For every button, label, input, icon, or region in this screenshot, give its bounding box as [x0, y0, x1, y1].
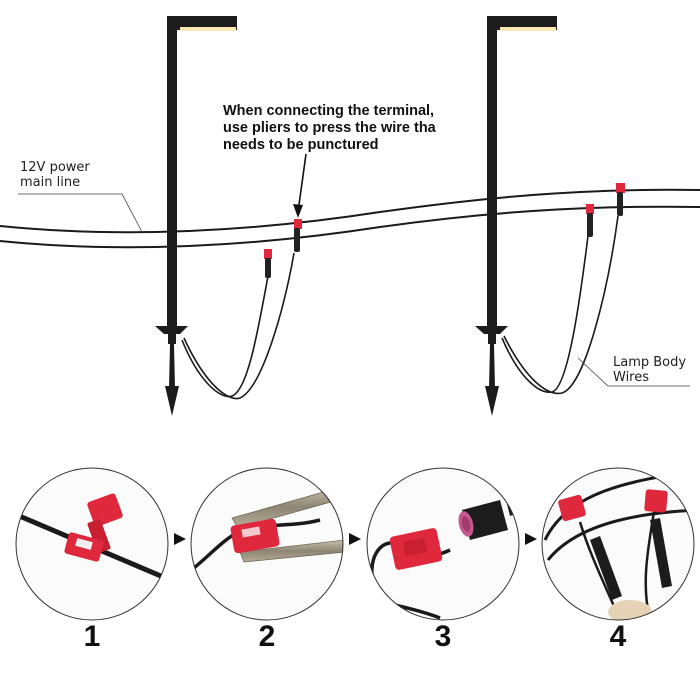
connector-right-1	[586, 204, 594, 237]
red-connector-final-1	[558, 494, 586, 522]
lamp-post-right	[475, 16, 557, 416]
step-arrow-2	[349, 533, 361, 545]
power-main-line-label-line2: main line	[20, 175, 81, 190]
step-3-image	[366, 467, 520, 621]
step-arrow-3	[525, 533, 537, 545]
step-4-image	[541, 467, 695, 621]
connector-left-1	[264, 249, 272, 278]
step-number-2: 2	[258, 620, 276, 653]
lamp-body-wires-label-line2: Wires	[613, 370, 650, 385]
instruction-line1: When connecting the terminal,	[223, 103, 435, 119]
callout-power-line	[18, 193, 143, 233]
red-connector-final-2	[644, 489, 668, 513]
power-main-line	[0, 188, 700, 249]
lamp-body-wires-label: Lamp Body Wires	[613, 355, 686, 385]
step-arrow-1	[174, 533, 186, 545]
power-main-line-label: 12V power main line	[20, 160, 90, 190]
red-connector-pressed	[230, 518, 280, 554]
red-connector-closed	[389, 528, 443, 570]
step-number-1: 1	[83, 620, 101, 653]
step-1-image	[15, 467, 169, 621]
step-number-4: 4	[609, 620, 627, 653]
connector-left-2	[294, 219, 302, 252]
step-2-image	[190, 467, 344, 621]
red-connector-open	[64, 493, 123, 562]
connector-right-2	[616, 183, 625, 216]
callout-lamp-wires	[577, 357, 690, 387]
instruction-line2: use pliers to press the wire tha	[223, 120, 436, 136]
callout-instruction-arrow	[293, 153, 307, 218]
lamp-post-left	[155, 16, 237, 416]
lamp-body-wires-label-line1: Lamp Body	[613, 355, 687, 370]
lamp-wires-left	[181, 252, 295, 400]
instruction-label: When connecting the terminal, use pliers…	[223, 103, 436, 154]
power-main-line-label-line1: 12V power	[20, 160, 90, 175]
instruction-line3: needs to be punctured	[223, 137, 379, 153]
pliers	[231, 485, 343, 563]
lamp-wires-right	[501, 215, 619, 395]
step-number-3: 3	[434, 620, 452, 653]
